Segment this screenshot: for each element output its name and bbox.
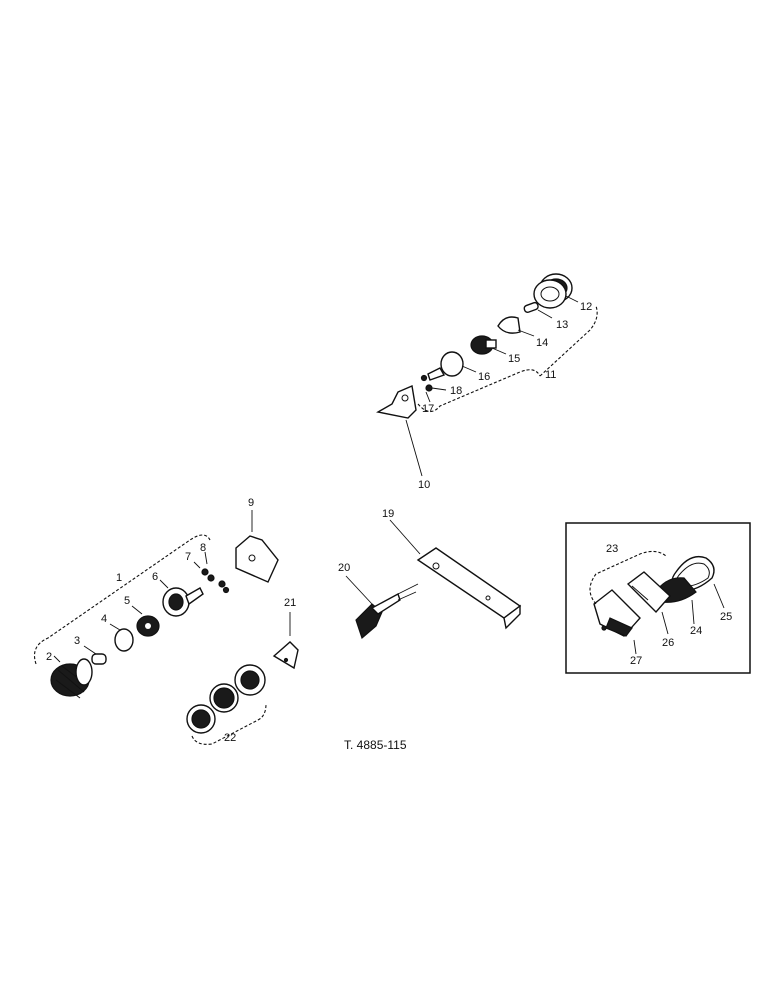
lamp-assembly-1 (33, 534, 230, 699)
part-18-washer (425, 384, 433, 392)
callout-21: 21 (284, 597, 296, 609)
callout-9: 9 (248, 497, 254, 509)
part-19-bar (389, 519, 522, 630)
callout-11: 11 (545, 369, 556, 381)
part-3-bulb (91, 653, 107, 665)
boxed-assembly (565, 522, 751, 674)
callout-15: 15 (508, 353, 520, 365)
callout-1: 1 (116, 572, 122, 584)
callout-12: 12 (580, 301, 592, 313)
part-9-plate (235, 510, 279, 583)
group-11-brace (417, 305, 598, 413)
part-5-socket (136, 615, 160, 637)
callout-3: 3 (74, 635, 80, 647)
part-13-bulb (523, 301, 539, 314)
part-10-bracket (376, 385, 417, 419)
part-2-lens (50, 658, 93, 699)
part-14-reflector (497, 316, 521, 334)
callout-14: 14 (536, 337, 548, 349)
callout-22: 22 (224, 732, 236, 744)
callout-2: 2 (46, 651, 52, 663)
part-8-washer-b (222, 586, 230, 594)
inset-box (565, 522, 751, 674)
group-22-brace (191, 703, 267, 745)
part-7-nut (201, 568, 209, 576)
part-16-body (427, 351, 464, 381)
callout-27: 27 (630, 655, 642, 667)
part-21-plate (272, 612, 299, 670)
callout-4: 4 (101, 613, 107, 625)
callout-25: 25 (720, 611, 732, 623)
callout-13: 13 (556, 319, 568, 331)
part-4-ring (114, 628, 134, 652)
upper-assembly (376, 273, 598, 477)
callout-19: 19 (382, 508, 394, 520)
callout-18: 18 (450, 385, 462, 397)
callout-7: 7 (185, 551, 191, 563)
part-8-washer (218, 580, 226, 588)
part-12-housing (533, 273, 573, 309)
part-6-housing (162, 587, 204, 617)
group-23-brace (589, 550, 667, 605)
parts-22-lenses (186, 664, 267, 745)
part-15-socket (470, 335, 497, 355)
part-17-nut (420, 374, 428, 382)
callout-5: 5 (124, 595, 130, 607)
callout-17: 17 (422, 403, 434, 415)
part-27-housing (593, 589, 641, 637)
group-1-brace (33, 534, 211, 665)
callout-23: 23 (606, 543, 618, 555)
callout-20: 20 (338, 562, 350, 574)
callout-26: 26 (662, 637, 674, 649)
callout-16: 16 (478, 371, 490, 383)
callout-24: 24 (690, 625, 702, 637)
part-26-lens (626, 571, 671, 614)
callout-6: 6 (152, 571, 158, 583)
part-20-switch (345, 575, 419, 640)
part-7-nut-b (207, 574, 215, 582)
reference-number: T. 4885-115 (344, 738, 407, 752)
callout-10: 10 (418, 479, 430, 491)
callout-8: 8 (200, 542, 206, 554)
